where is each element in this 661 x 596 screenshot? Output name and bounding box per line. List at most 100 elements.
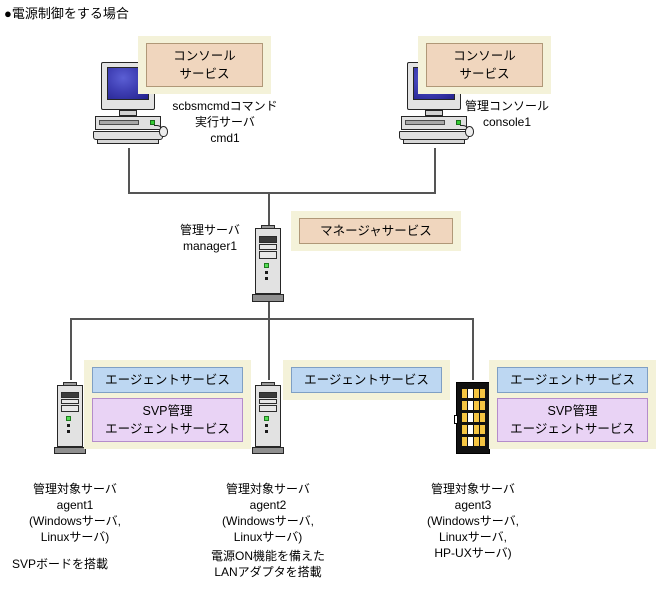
- service-label-line1: コンソール: [453, 49, 516, 63]
- caption-line: (Windowsサーバ,: [427, 514, 519, 528]
- drive-bay: [259, 392, 277, 398]
- tower-server-icon-manager1: [252, 225, 284, 303]
- drive-bay: [61, 405, 79, 412]
- drive-bay: [259, 399, 277, 404]
- server-base: [252, 294, 284, 302]
- drive-bay: [259, 251, 277, 259]
- caption-line: HP-UXサーバ): [434, 546, 512, 560]
- caption-line: 実行サーバ: [195, 115, 255, 129]
- status-dot-icon: [265, 424, 268, 427]
- status-dot-icon: [67, 424, 70, 427]
- monitor-stand: [119, 110, 137, 116]
- caption-line: 管理コンソール: [464, 99, 549, 113]
- caption-line: cmd1: [210, 131, 240, 145]
- service-label-line2: サービス: [459, 67, 510, 81]
- link-manager-to-lower-bus: [268, 298, 270, 320]
- mouse-icon: [159, 126, 168, 137]
- note-line: 電源ON機能を備えた: [210, 549, 325, 563]
- caption-line: Linuxサーバ,: [439, 530, 507, 544]
- power-led-icon: [66, 416, 71, 421]
- page-title: ●電源制御をする場合: [4, 6, 129, 21]
- caption-line: 管理対象サーバ: [431, 482, 515, 496]
- caption-agent1: 管理対象サーバ agent1 (Windowsサーバ, Linuxサーバ): [0, 481, 150, 545]
- status-dot-icon: [265, 271, 268, 274]
- service-box-agent-agent1: エージェントサービス: [92, 367, 243, 393]
- service-label-line1: SVP管理: [547, 404, 598, 418]
- monitor-stand: [425, 110, 443, 116]
- caption-line: agent2: [249, 498, 287, 512]
- keyboard-front: [97, 139, 159, 144]
- drive-bay: [61, 399, 79, 404]
- optical-drive-icon: [405, 120, 445, 125]
- service-box-manager: マネージャサービス: [299, 218, 453, 244]
- link-bus-to-agent1: [70, 318, 72, 380]
- caption-cmd1: scbsmcmdコマンド 実行サーバ cmd1: [150, 98, 300, 146]
- caption-line: 管理対象サーバ: [33, 482, 117, 496]
- callout-console-service-cmd1: コンソール サービス: [138, 36, 271, 94]
- caption-line: (Windowsサーバ,: [222, 514, 314, 528]
- link-console1-to-bus: [434, 148, 436, 194]
- chassis-handle-icon: [454, 415, 458, 424]
- power-led-icon: [150, 120, 155, 125]
- service-label-line1: SVP管理: [142, 404, 193, 418]
- service-box-svp-agent1: SVP管理 エージェントサービス: [92, 398, 243, 442]
- caption-line: agent3: [454, 498, 492, 512]
- tower-server-icon-agent2: [252, 382, 284, 454]
- top-vent-icon: [261, 382, 275, 386]
- caption-line: scbsmcmdコマンド: [172, 99, 278, 113]
- caption-line: 管理対象サーバ: [226, 482, 310, 496]
- server-base: [54, 447, 86, 454]
- blade-module: [468, 389, 473, 447]
- caption-line: (Windowsサーバ,: [29, 514, 121, 528]
- blade-module: [480, 389, 485, 447]
- callout-agent3-services: エージェントサービス SVP管理 エージェントサービス: [489, 360, 656, 449]
- drive-bay: [61, 392, 79, 398]
- top-vent-icon: [261, 225, 275, 229]
- note-agent2: 電源ON機能を備えた LANアダプタを搭載: [193, 548, 343, 580]
- top-bus-line: [128, 192, 436, 194]
- tower-server-icon-agent1: [54, 382, 86, 454]
- caption-line: Linuxサーバ): [233, 530, 303, 544]
- caption-line: agent1: [56, 498, 94, 512]
- blade-server-icon-agent3: [454, 382, 490, 454]
- caption-console1: 管理コンソール console1: [437, 98, 577, 130]
- service-label-line1: コンソール: [173, 49, 236, 63]
- service-label-line2: サービス: [179, 67, 230, 81]
- caption-line: 管理サーバ: [180, 223, 240, 237]
- service-box-console-cmd1: コンソール サービス: [146, 43, 263, 87]
- drive-bay: [259, 236, 277, 243]
- caption-line: manager1: [182, 239, 238, 253]
- caption-line: console1: [482, 115, 532, 129]
- desktop-pc-icon-cmd1: [93, 62, 169, 148]
- callout-console-service-console1: コンソール サービス: [418, 36, 551, 94]
- service-box-console-console1: コンソール サービス: [426, 43, 543, 87]
- service-label-line2: エージェントサービス: [105, 422, 230, 436]
- status-dot-icon: [265, 430, 268, 433]
- link-bus-to-manager: [268, 192, 270, 230]
- keyboard-front: [403, 139, 465, 144]
- caption-line: Linuxサーバ): [40, 530, 110, 544]
- caption-agent2: 管理対象サーバ agent2 (Windowsサーバ, Linuxサーバ): [193, 481, 343, 545]
- service-box-svp-agent3: SVP管理 エージェントサービス: [497, 398, 648, 442]
- link-bus-to-agent2: [268, 318, 270, 380]
- caption-manager1: 管理サーバ manager1: [168, 222, 252, 254]
- service-box-agent-agent2: エージェントサービス: [291, 367, 442, 393]
- power-led-icon: [456, 120, 461, 125]
- server-base: [252, 447, 284, 454]
- link-bus-to-agent3: [472, 318, 474, 380]
- top-vent-icon: [63, 382, 77, 386]
- callout-agent1-services: エージェントサービス SVP管理 エージェントサービス: [84, 360, 251, 449]
- note-agent1: SVPボードを搭載: [12, 557, 109, 571]
- status-dot-icon: [67, 430, 70, 433]
- service-label-line2: エージェントサービス: [510, 422, 635, 436]
- mouse-icon: [465, 126, 474, 137]
- caption-agent3: 管理対象サーバ agent3 (Windowsサーバ, Linuxサーバ, HP…: [398, 481, 548, 561]
- blade-module: [474, 389, 479, 447]
- blade-module: [462, 389, 467, 447]
- drive-bay: [259, 405, 277, 412]
- note-line: LANアダプタを搭載: [214, 565, 322, 579]
- lower-bus-line: [70, 318, 474, 320]
- service-box-agent-agent3: エージェントサービス: [497, 367, 648, 393]
- optical-drive-icon: [99, 120, 139, 125]
